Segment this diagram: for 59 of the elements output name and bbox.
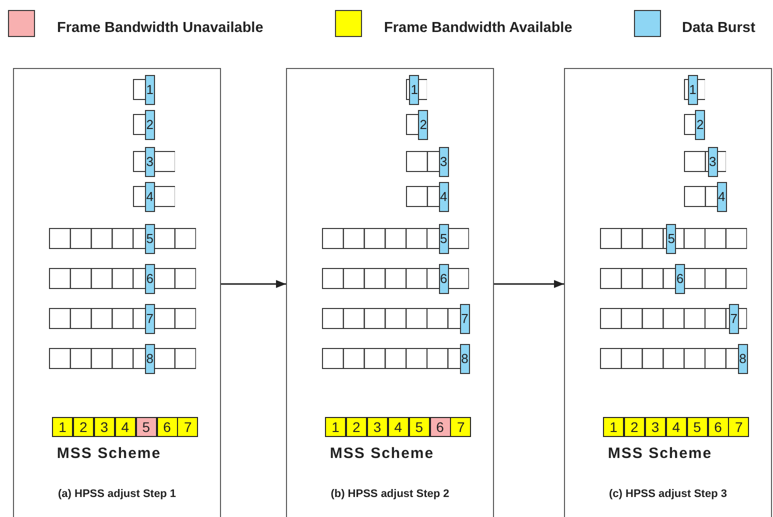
data-burst: 5 — [144, 224, 155, 254]
mss-slot: 3 — [94, 417, 115, 437]
data-burst: 4 — [716, 182, 727, 212]
mss-slot: 5 — [408, 417, 430, 437]
data-burst: 4 — [144, 182, 155, 212]
mss-slot: 4 — [114, 417, 136, 437]
data-burst: 2 — [144, 110, 155, 140]
data-burst: 5 — [666, 224, 676, 254]
mss-slot: 4 — [666, 417, 687, 437]
mss-slot: 5 — [136, 417, 157, 437]
panel-caption: (c) HPSS adjust Step 3 — [608, 488, 728, 500]
panel-caption: (a) HPSS adjust Step 1 — [57, 488, 177, 500]
scheme-label: MSS Scheme — [56, 445, 162, 462]
mss-slot: 4 — [388, 417, 409, 437]
mss-slot: 1 — [325, 417, 346, 437]
mss-slot: 2 — [346, 417, 367, 437]
mss-slot: 2 — [72, 417, 94, 437]
step-panel — [286, 68, 494, 517]
arrow — [494, 280, 564, 288]
legend-label: Data Burst — [682, 20, 756, 36]
data-burst: 8 — [738, 344, 748, 374]
data-burst: 7 — [144, 304, 155, 334]
mss-slot: 1 — [52, 417, 73, 437]
mss-slot: 6 — [430, 417, 450, 437]
scheme-label: MSS Scheme — [328, 445, 436, 462]
data-burst: 1 — [688, 75, 698, 105]
step-panel — [564, 68, 772, 517]
mss-slot: 3 — [644, 417, 666, 437]
data-burst: 6 — [144, 264, 155, 294]
data-burst: 7 — [460, 304, 470, 334]
mss-slot: 6 — [156, 417, 178, 437]
data-burst: 3 — [438, 147, 449, 177]
mss-slot: 6 — [708, 417, 728, 437]
data-burst: 1 — [409, 75, 420, 105]
arrow — [221, 280, 286, 288]
scheme-label: MSS Scheme — [606, 445, 714, 462]
legend-label: Frame Bandwidth Unavailable — [57, 20, 264, 36]
data-burst: 6 — [675, 264, 685, 294]
mss-slot: 5 — [686, 417, 708, 437]
mss-slot: 1 — [603, 417, 624, 437]
data-burst: 4 — [438, 182, 449, 212]
data-burst: 2 — [418, 110, 428, 140]
data-burst: 6 — [438, 264, 449, 294]
mss-slot: 7 — [450, 417, 472, 437]
mss-slot: 7 — [177, 417, 198, 437]
step-panel — [13, 68, 221, 517]
mss-slot: 3 — [366, 417, 388, 437]
data-burst: 2 — [695, 110, 706, 140]
data-burst: 5 — [438, 224, 449, 254]
data-burst: 3 — [144, 147, 155, 177]
data-burst: 8 — [144, 344, 155, 374]
panel-caption: (b) HPSS adjust Step 2 — [330, 488, 450, 500]
data-burst: 7 — [728, 304, 739, 334]
data-burst: 8 — [460, 344, 470, 374]
data-burst: 3 — [708, 147, 718, 177]
mss-slot: 2 — [624, 417, 645, 437]
mss-slot: 7 — [728, 417, 750, 437]
legend-label: Frame Bandwidth Available — [384, 20, 572, 36]
data-burst: 1 — [144, 75, 155, 105]
